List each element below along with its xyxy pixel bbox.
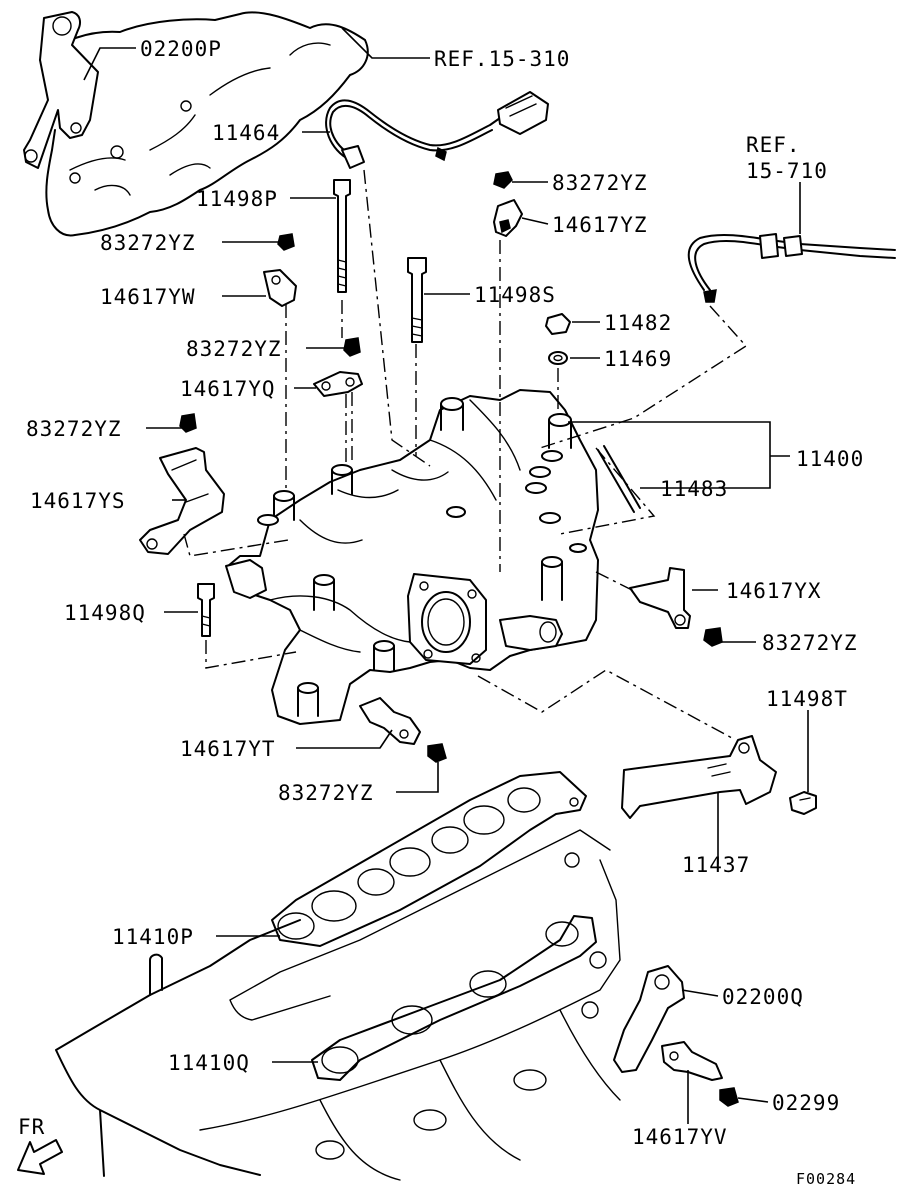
label-11482: 11482 <box>604 311 672 335</box>
label-14617yt: 14617YT <box>180 737 276 761</box>
sensor-11464-drawing <box>325 91 549 169</box>
fasteners-drawing <box>179 171 817 1107</box>
bracket-14617yx-drawing <box>629 567 691 629</box>
label-11498p: 11498P <box>196 187 278 211</box>
label-83272yz-left: 83272YZ <box>100 231 196 255</box>
label-11498q: 11498Q <box>64 601 146 625</box>
label-02200p: 02200P <box>140 37 222 61</box>
gasket-11410q-drawing <box>311 915 597 1081</box>
bracket-02200q-drawing <box>613 965 685 1073</box>
label-83272yz-far-left: 83272YZ <box>26 417 122 441</box>
label-83272yz-right: 83272YZ <box>762 631 858 655</box>
label-14617ys: 14617YS <box>30 489 126 513</box>
label-83272yz-top: 83272YZ <box>552 171 648 195</box>
label-ref-15-710-line1: REF. <box>746 133 801 157</box>
bracket-14617yv-drawing <box>661 1041 723 1081</box>
label-14617yw: 14617YW <box>100 285 196 309</box>
label-02299: 02299 <box>772 1091 840 1115</box>
label-83272yz-lower: 83272YZ <box>278 781 374 805</box>
label-14617yq: 14617YQ <box>180 377 276 401</box>
label-11498s: 11498S <box>474 283 556 307</box>
label-14617yv: 14617YV <box>632 1125 728 1149</box>
heat-shield-drawing <box>39 11 369 237</box>
assembly-lines <box>183 169 748 739</box>
label-11437: 11437 <box>682 853 750 877</box>
bracket-11437-drawing <box>621 735 777 819</box>
callout-labels: 02200P REF.15-310 11464 REF. 15-710 8327… <box>18 37 864 1187</box>
bracket-14617ys-drawing <box>139 447 225 555</box>
label-11483: 11483 <box>660 477 728 501</box>
label-11410q: 11410Q <box>168 1051 250 1075</box>
label-11400: 11400 <box>796 447 864 471</box>
label-14617yx: 14617YX <box>726 579 822 603</box>
front-direction-arrow <box>17 1139 63 1175</box>
label-fr: FR <box>18 1115 45 1139</box>
bracket-14617yt-drawing <box>359 697 421 745</box>
intake-manifold-drawing <box>225 389 599 725</box>
label-ref-15-710-line2: 15-710 <box>746 159 828 183</box>
bracket-02200p-drawing <box>23 11 99 169</box>
label-14617yz: 14617YZ <box>552 213 648 237</box>
label-11469: 11469 <box>604 347 672 371</box>
gasket-11410p-drawing <box>271 771 587 947</box>
label-83272yz-mid: 83272YZ <box>186 337 282 361</box>
label-ref-15-310: REF.15-310 <box>434 47 570 71</box>
label-02200q: 02200Q <box>722 985 804 1009</box>
label-11498t: 11498T <box>766 687 848 711</box>
leader-lines <box>83 27 809 1124</box>
vacuum-hose-drawing <box>687 233 896 303</box>
label-11410p: 11410P <box>112 925 194 949</box>
label-11464: 11464 <box>212 121 280 145</box>
figure-id: F00284 <box>796 1170 856 1187</box>
